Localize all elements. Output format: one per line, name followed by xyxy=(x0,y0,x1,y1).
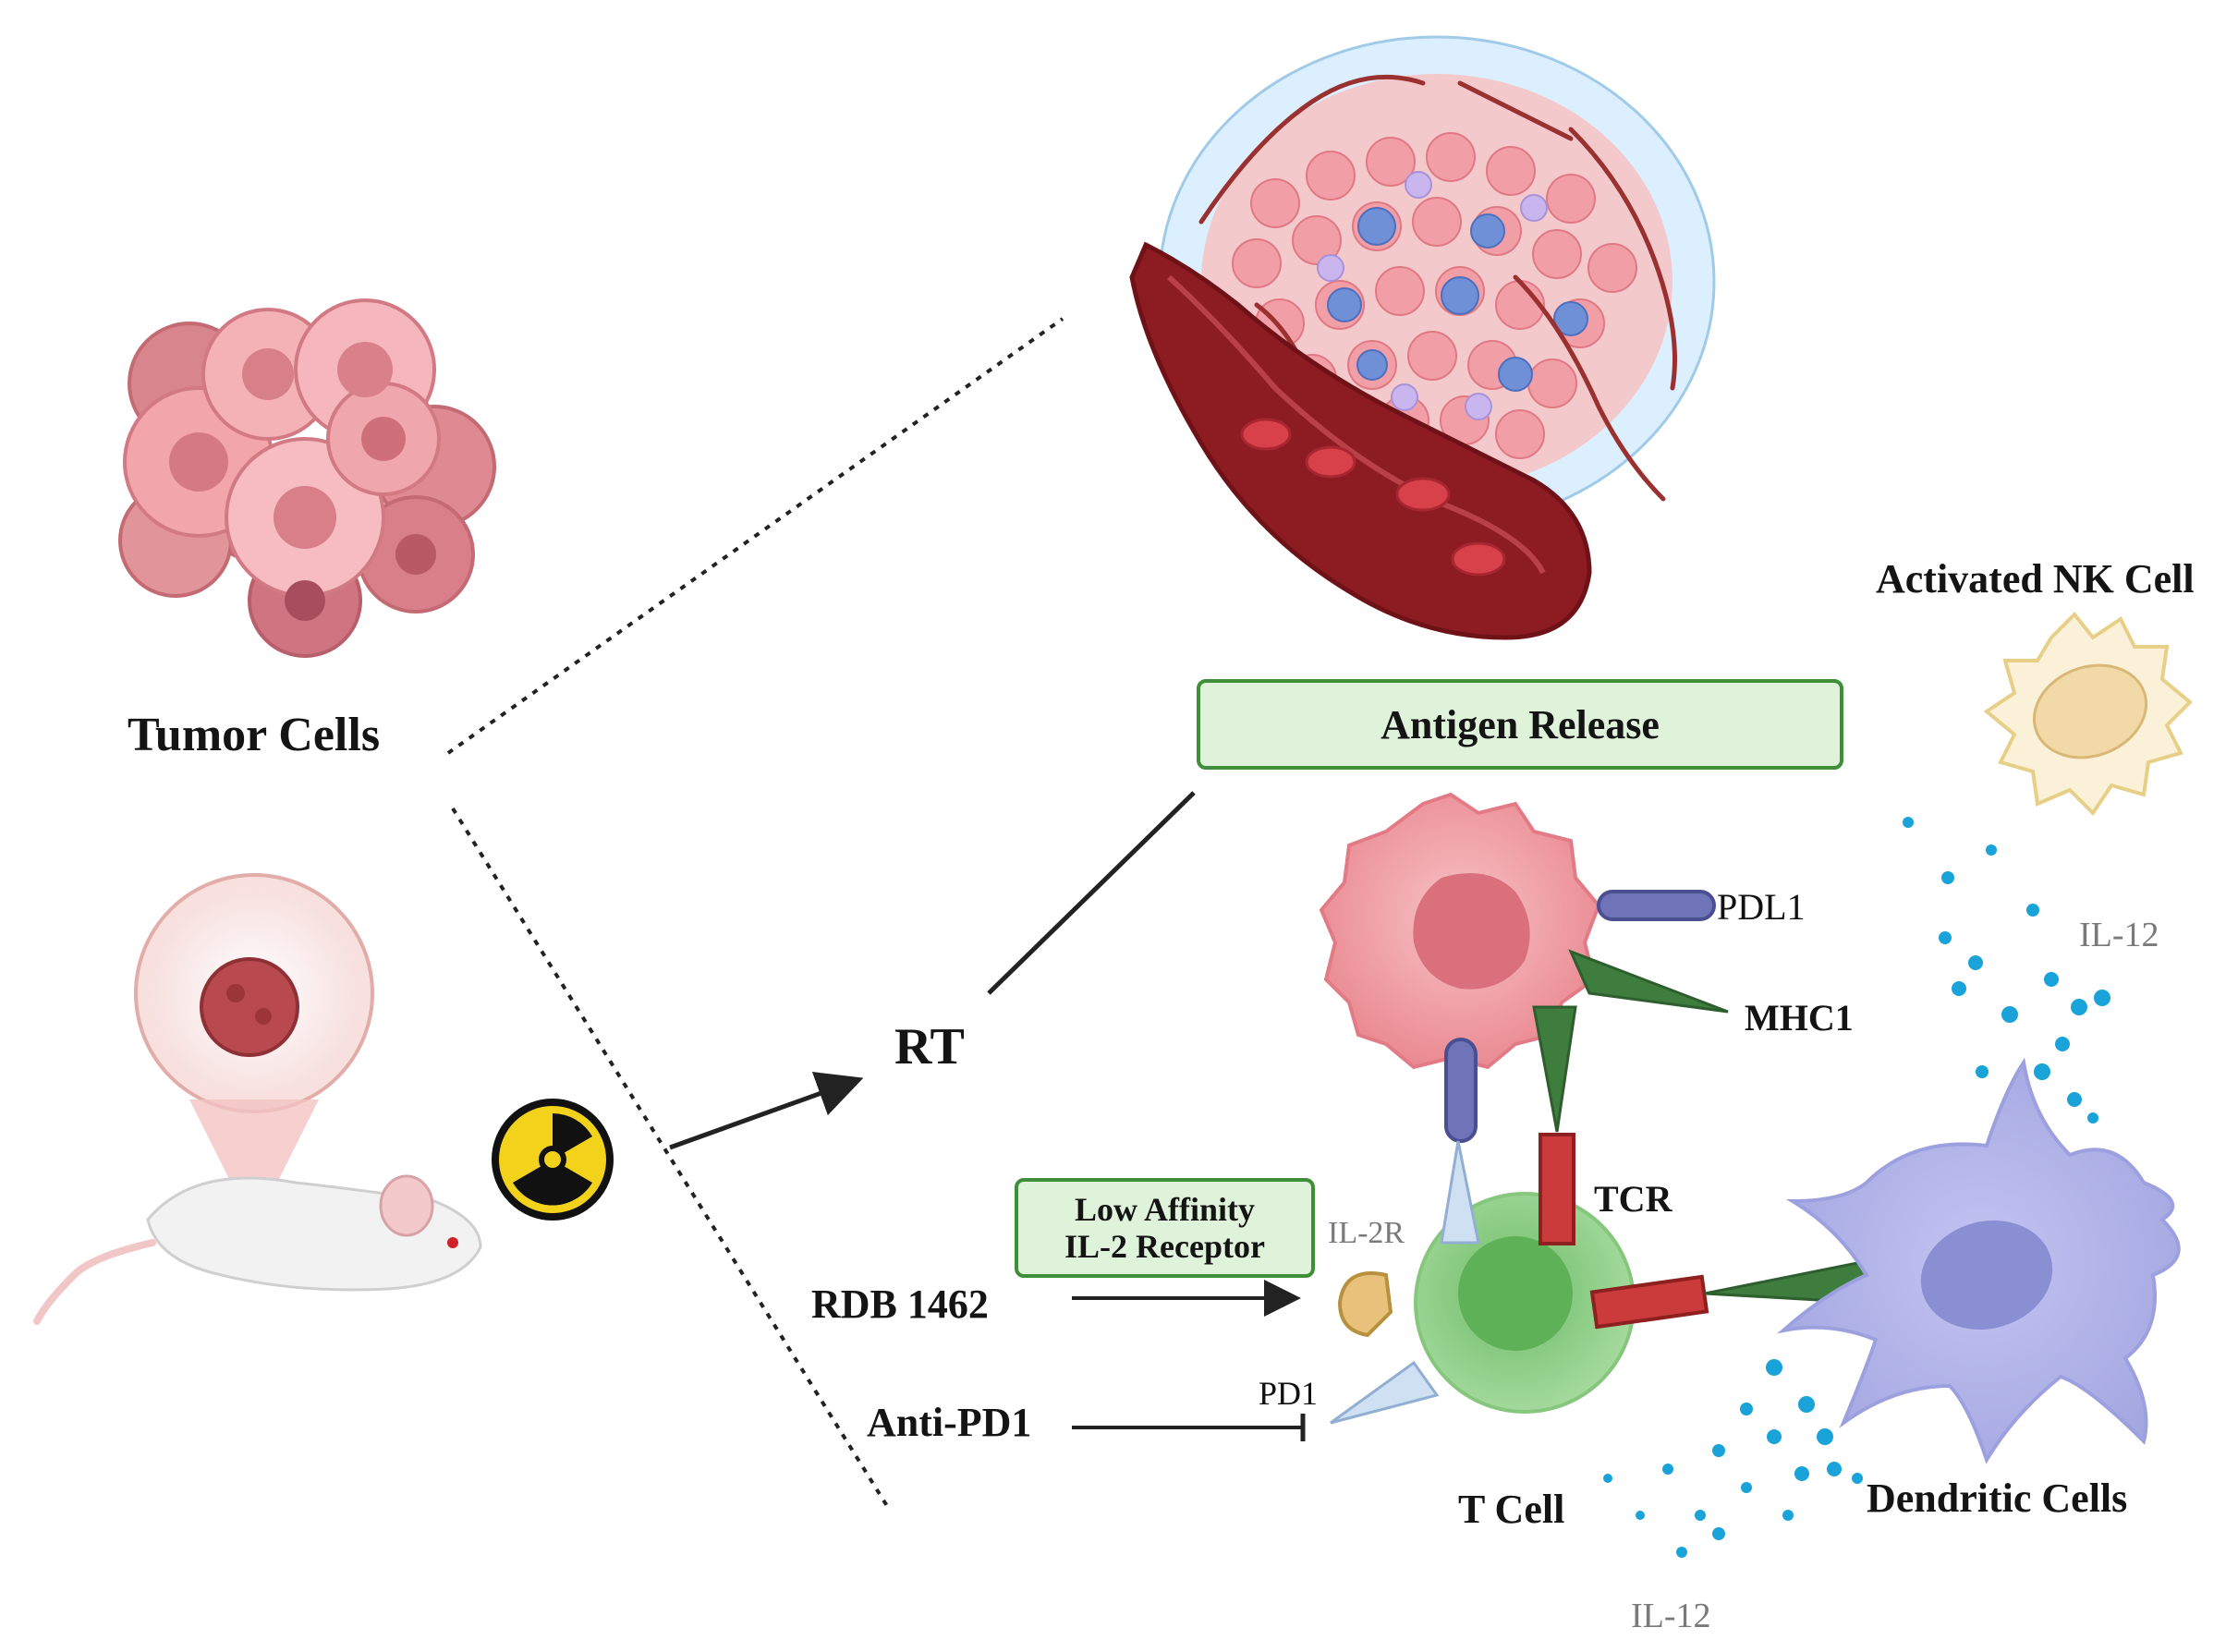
mhc1-wedge-tcr xyxy=(1532,1005,1577,1133)
il12-particles xyxy=(1603,817,2110,1558)
pd1-receptor-top xyxy=(1440,1140,1480,1245)
tcr-label: TCR xyxy=(1594,1178,1672,1220)
pdl1-receptor-vertical xyxy=(1444,1038,1478,1143)
il2r-receptor xyxy=(1337,1271,1393,1338)
t-cell-label: T Cell xyxy=(1458,1487,1565,1532)
il12-label-right: IL-12 xyxy=(2079,916,2159,954)
anti-pd1-label: Anti-PD1 xyxy=(867,1400,1032,1445)
mhc1-label: MHC1 xyxy=(1745,997,1854,1039)
low-affinity-label-line1: Low Affinity xyxy=(1074,1190,1255,1228)
nk-cell-icon xyxy=(1983,612,2193,817)
il2r-label: IL-2R xyxy=(1328,1216,1405,1250)
antigen-release-label: Antigen Release xyxy=(1381,701,1660,747)
rdb-label: RDB 1462 xyxy=(811,1282,989,1327)
rt-to-antigen-line xyxy=(987,791,1196,995)
pd1-label: PD1 xyxy=(1259,1375,1319,1412)
pd1-receptor xyxy=(1330,1360,1440,1425)
tcr-receptor-dc xyxy=(1589,1274,1709,1330)
blood-vessel-icon xyxy=(1129,241,1592,640)
mouse-icon xyxy=(33,873,482,1325)
dendritic-cells-label: Dendritic Cells xyxy=(1867,1476,2128,1521)
il12-label-bottom: IL-12 xyxy=(1631,1597,1711,1635)
tumor-cluster-icon xyxy=(118,298,496,658)
rt-arrow xyxy=(669,1072,864,1150)
activated-nk-cell-label: Activated NK Cell xyxy=(1876,556,2195,601)
antigen-release-box: Antigen Release xyxy=(1197,679,1843,770)
mhc1-wedge xyxy=(1568,949,1729,1014)
tumor-cells-label: Tumor Cells xyxy=(128,709,381,761)
tumor-cell-icon xyxy=(1319,792,1601,1070)
low-affinity-label-line2: IL-2 Receptor xyxy=(1064,1228,1265,1265)
tcr-receptor xyxy=(1539,1133,1575,1245)
low-affinity-box: Low Affinity IL-2 Receptor xyxy=(1015,1178,1315,1278)
dendritic-cell-icon xyxy=(1777,1057,2181,1464)
pdl1-receptor xyxy=(1597,890,1716,921)
rt-label: RT xyxy=(894,1018,965,1075)
anti-pd1-inhibition-line xyxy=(1072,1414,1306,1441)
dotted-connector-lines xyxy=(446,317,1064,1508)
t-cell-icon xyxy=(1414,1192,1636,1414)
pdl1-label: PDL1 xyxy=(1717,886,1806,928)
radiation-icon xyxy=(492,1099,614,1221)
